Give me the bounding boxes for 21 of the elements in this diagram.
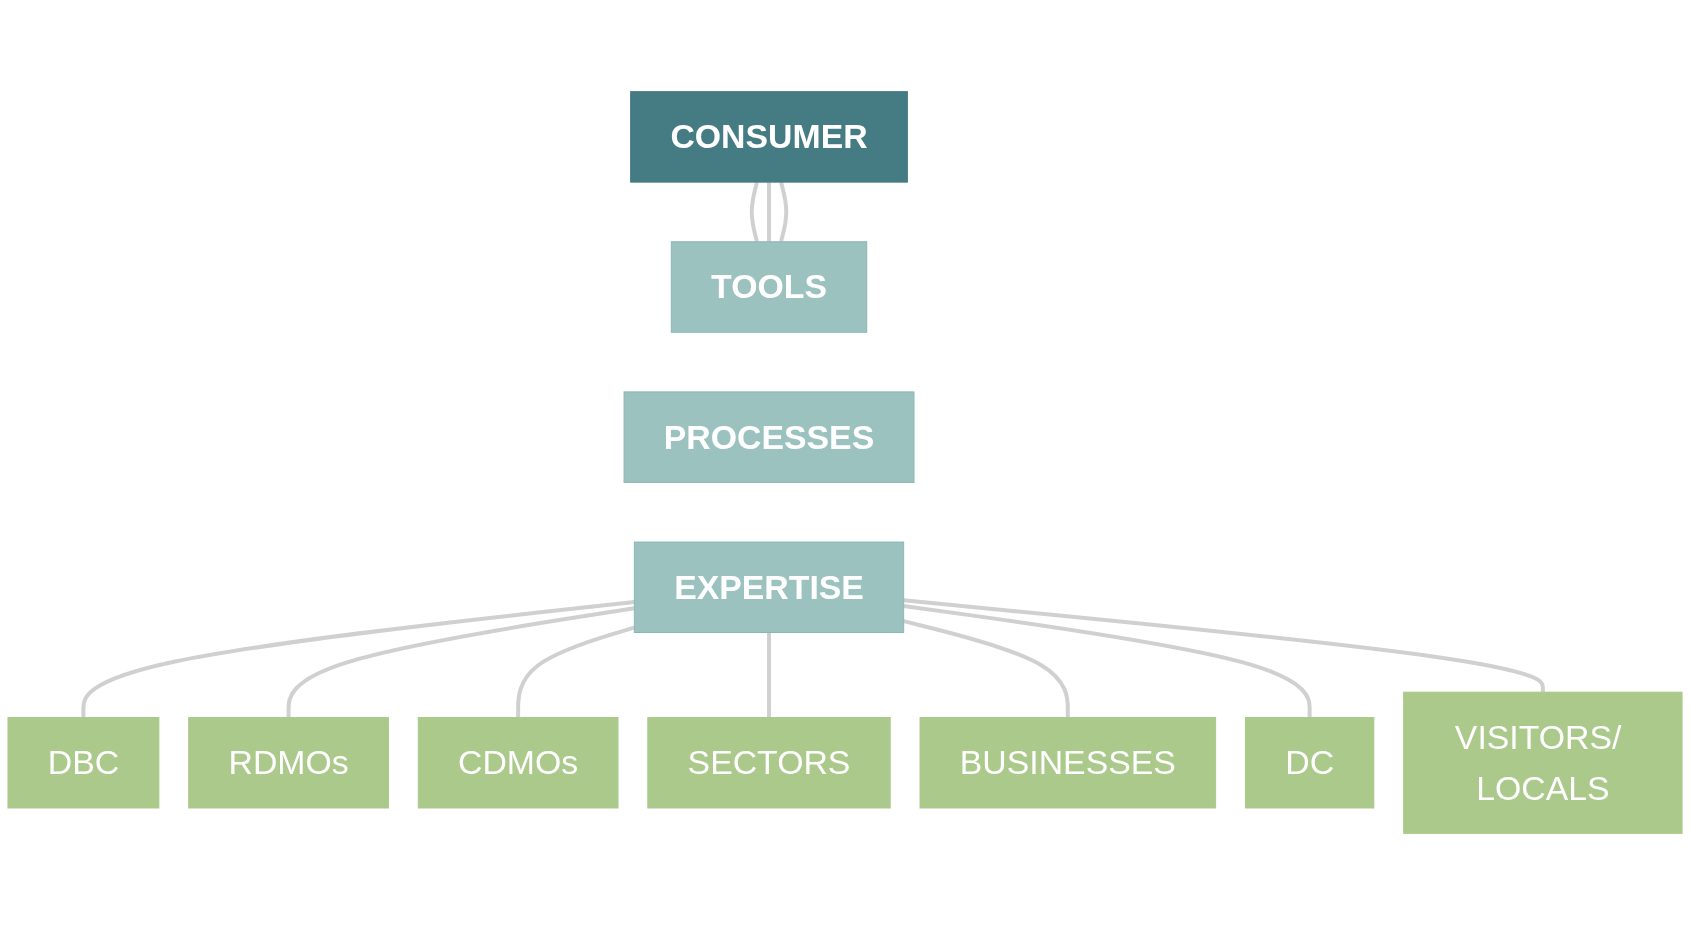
node-box: DC — [1244, 717, 1375, 809]
node-box: VISITORS/ LOCALS — [1403, 691, 1683, 834]
connector — [903, 598, 1545, 693]
node-box: TOOLS — [670, 241, 868, 333]
connector — [749, 181, 759, 243]
connector — [779, 181, 789, 243]
connector — [286, 606, 635, 718]
node-box: CONSUMER — [630, 91, 908, 183]
connector — [903, 604, 1312, 718]
node-box: DBC — [7, 717, 160, 809]
node-box: PROCESSES — [623, 391, 915, 483]
node-box: EXPERTISE — [633, 541, 905, 633]
node-box: SECTORS — [647, 717, 891, 809]
connector — [516, 625, 635, 718]
node-box: RDMOs — [188, 717, 389, 809]
connector — [767, 182, 771, 242]
connector — [903, 619, 1070, 718]
node-box: CDMOs — [417, 717, 619, 809]
node-box: BUSINESSES — [919, 717, 1217, 809]
connector — [81, 600, 635, 718]
connector — [767, 632, 771, 718]
